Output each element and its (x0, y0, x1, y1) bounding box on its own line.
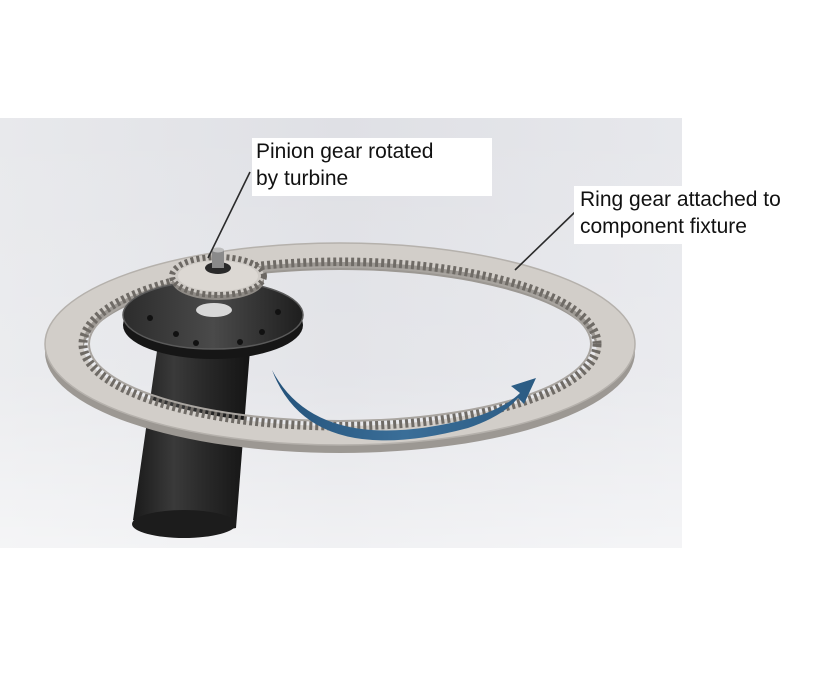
pinion-gear (169, 247, 267, 300)
rotation-arrow (272, 370, 536, 441)
ring-label-line-2: component fixture (580, 215, 747, 238)
ring-leader-line (514, 211, 576, 271)
ring-gear-label: Ring gear attached to component fixture (574, 186, 838, 244)
pinion-leader-line (207, 171, 251, 259)
pinion-gear-label: Pinion gear rotated by turbine (252, 138, 492, 196)
pinion-label-line-2: by turbine (256, 167, 349, 190)
mounting-plate (122, 280, 304, 359)
ring-label-line-1: Ring gear attached to (580, 188, 781, 211)
pinion-label-line-1: Pinion gear rotated (256, 140, 434, 163)
